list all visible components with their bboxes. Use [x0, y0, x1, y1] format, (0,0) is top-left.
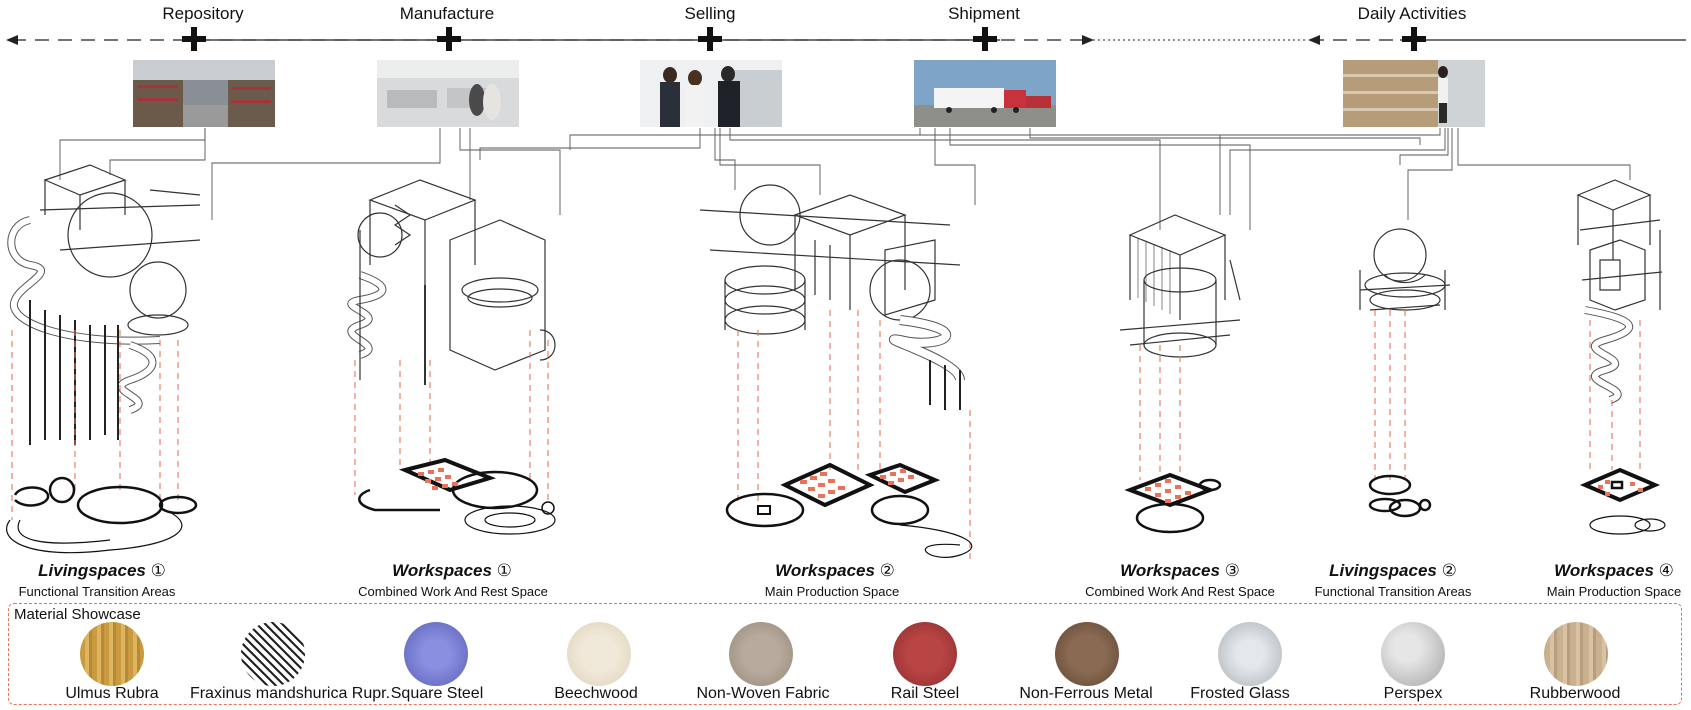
floor-plan-livingspaces-2 [1368, 474, 1432, 518]
building-workspaces-1 [347, 179, 556, 385]
zone-number: ② [879, 561, 895, 580]
zone-number: ① [150, 561, 166, 580]
arrow-left-icon [1308, 35, 1320, 45]
swatch-square-steel [404, 622, 468, 686]
material-label: Square Steel [390, 685, 484, 702]
material-label: Non-Woven Fabric [696, 685, 830, 702]
building-workspaces-3 [1119, 214, 1241, 358]
zone-number: ④ [1658, 561, 1674, 580]
zone-number: ② [1441, 561, 1457, 580]
plus-icon [973, 27, 997, 51]
building-workspaces-4 [1576, 179, 1663, 404]
zone-number: ③ [1224, 561, 1240, 580]
swatch-frosted-glass [1218, 622, 1282, 686]
zone-title-text: Livingspaces [38, 561, 146, 580]
zone-title-livingspaces-1: Livingspaces ① [38, 561, 166, 581]
building-livingspaces-2 [1359, 228, 1451, 311]
building-workspaces-2 [699, 184, 965, 410]
zone-title-workspaces-3: Workspaces ③ [1120, 561, 1240, 581]
floor-plan-workspaces-4 [1579, 467, 1666, 535]
manufacture-photo [377, 60, 519, 127]
swatch-perspex [1381, 622, 1445, 686]
building-livingspaces-1 [7, 164, 201, 445]
zone-title-livingspaces-2: Livingspaces ② [1329, 561, 1457, 581]
swatch-rubberwood [1544, 622, 1608, 686]
material-label: Rubberwood [1529, 685, 1621, 702]
floor-plan-workspaces-1 [358, 457, 556, 535]
floor-plans [6, 457, 1666, 558]
floor-plan-livingspaces-1 [6, 476, 198, 554]
zone-title-text: Workspaces [392, 561, 492, 580]
stage-label-shipment: Shipment [948, 4, 1020, 23]
zone-title-text: Workspaces [775, 561, 875, 580]
swatch-fraxinus [241, 622, 305, 686]
floor-plan-workspaces-3 [1124, 472, 1222, 534]
stage-label-manufacture: Manufacture [399, 4, 495, 23]
connector-lines [59, 128, 1631, 230]
material-label: Fraxinus mandshurica Rupr. [189, 685, 391, 702]
zone-subtitle-workspaces-1: Combined Work And Rest Space [358, 584, 548, 599]
zone-title-workspaces-4: Workspaces ④ [1554, 561, 1674, 581]
floor-plan-workspaces-2 [725, 462, 973, 558]
plus-icon [182, 27, 206, 51]
zone-title-workspaces-1: Workspaces ① [392, 561, 512, 581]
material-showcase-box [8, 603, 1682, 705]
shipment-photo [914, 60, 1056, 127]
plus-markers [182, 27, 1426, 51]
zone-subtitle-livingspaces-1: Functional Transition Areas [18, 584, 176, 599]
plan-red-tiles [418, 468, 1643, 503]
zone-title-text: Livingspaces [1329, 561, 1437, 580]
zone-subtitle-workspaces-4: Main Production Space [1546, 584, 1682, 599]
plus-icon [1402, 27, 1426, 51]
stage-label-repository: Repository [162, 4, 244, 23]
material-label: Perspex [1383, 685, 1443, 702]
swatch-non-woven-fabric [729, 622, 793, 686]
swatch-rail-steel [893, 622, 957, 686]
material-label: Non-Ferrous Metal [1019, 685, 1153, 702]
arrow-right-icon [1082, 35, 1094, 45]
zone-title-workspaces-2: Workspaces ② [775, 561, 895, 581]
zone-title-text: Workspaces [1120, 561, 1220, 580]
swatch-beechwood [567, 622, 631, 686]
stage-label-daily-activities: Daily Activities [1357, 4, 1467, 23]
swatch-non-ferrous-metal [1055, 622, 1119, 686]
zone-subtitle-workspaces-3: Combined Work And Rest Space [1085, 584, 1275, 599]
plus-icon [437, 27, 461, 51]
repository-photo [133, 60, 275, 127]
material-label: Beechwood [554, 685, 638, 702]
plus-icon [698, 27, 722, 51]
zone-subtitle-livingspaces-2: Functional Transition Areas [1314, 584, 1472, 599]
material-label: Frosted Glass [1190, 685, 1290, 702]
projection-lines [11, 310, 1641, 560]
daily-activities-photo [1343, 60, 1485, 127]
zone-subtitle-workspaces-2: Main Production Space [764, 584, 900, 599]
material-showcase-heading: Material Showcase [14, 606, 141, 623]
selling-photo [640, 60, 782, 127]
material-label: Ulmus Rubra [65, 685, 159, 702]
timeline [6, 35, 1686, 45]
zone-number: ① [496, 561, 512, 580]
zone-title-text: Workspaces [1554, 561, 1654, 580]
stage-label-selling: Selling [684, 4, 736, 23]
material-label: Rail Steel [890, 685, 960, 702]
swatch-ulmus-rubra [80, 622, 144, 686]
arrow-left-icon [6, 35, 18, 45]
